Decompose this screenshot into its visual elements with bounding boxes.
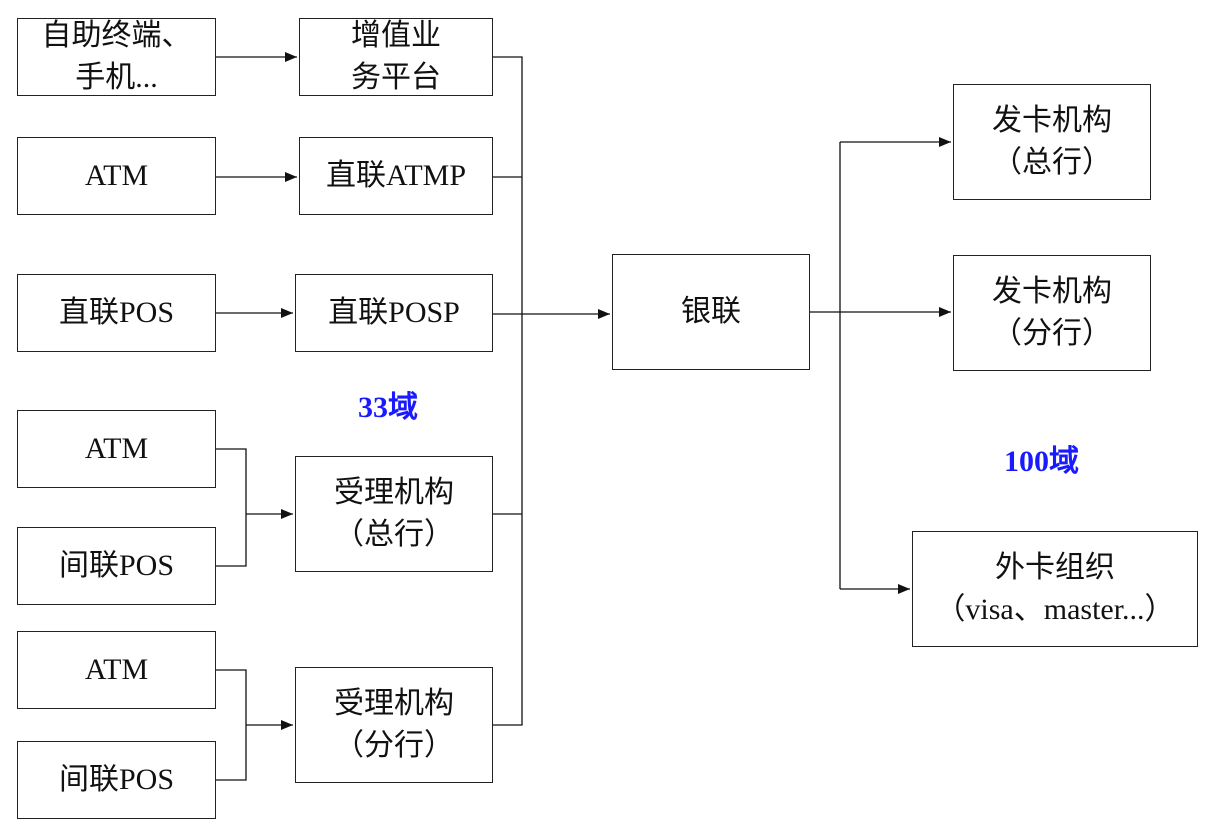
atm-node: ATM bbox=[17, 137, 216, 215]
direct-posp-node: 直联POSP bbox=[295, 274, 493, 352]
direct-atmp-node: 直联ATMP bbox=[299, 137, 493, 215]
node-line: 自助终端、 bbox=[41, 19, 192, 52]
node-line: （分行） bbox=[334, 729, 454, 762]
node-line: 务平台 bbox=[351, 61, 441, 94]
node-line: ATM bbox=[84, 159, 149, 192]
trunk-line bbox=[493, 56, 523, 726]
node-line: 受理机构 bbox=[334, 476, 454, 509]
node-line: ATM bbox=[84, 653, 149, 686]
node-line: （总行） bbox=[334, 518, 454, 551]
value-added-platform-node: 增值业 务平台 bbox=[299, 18, 493, 96]
unionpay-node: 银联 bbox=[612, 254, 810, 370]
foreign-card-org-node: 外卡组织 （visa、master...） bbox=[912, 531, 1198, 647]
node-line: 增值业 bbox=[351, 19, 441, 52]
merge-bracket bbox=[216, 448, 247, 567]
node-line: 发卡机构 bbox=[992, 104, 1112, 137]
direct-pos-node: 直联POS bbox=[17, 274, 216, 352]
node-line: 手机... bbox=[75, 61, 158, 94]
node-line: 外卡组织 bbox=[995, 551, 1115, 584]
node-line: 发卡机构 bbox=[992, 275, 1112, 308]
field-100-label: 100域 bbox=[1004, 445, 1079, 478]
field-33-label: 33域 bbox=[358, 391, 418, 424]
node-line: 直联ATMP bbox=[325, 159, 467, 192]
node-line: （总行） bbox=[992, 146, 1112, 179]
issuer-hq-node: 发卡机构 （总行） bbox=[953, 84, 1151, 200]
merge-bracket bbox=[216, 669, 247, 781]
node-line: 银联 bbox=[681, 295, 741, 328]
node-line: （visa、master...） bbox=[935, 593, 1175, 626]
acquirer-hq-node: 受理机构 （总行） bbox=[295, 456, 493, 572]
node-line: （分行） bbox=[992, 317, 1112, 350]
self-service-terminal-node: 自助终端、 手机... bbox=[17, 18, 216, 96]
indirect-pos-node: 间联POS bbox=[17, 527, 216, 605]
atm-node: ATM bbox=[17, 410, 216, 488]
node-line: 间联POS bbox=[58, 549, 175, 582]
acquirer-branch-node: 受理机构 （分行） bbox=[295, 667, 493, 783]
node-line: 直联POS bbox=[58, 296, 175, 329]
node-line: 间联POS bbox=[58, 763, 175, 796]
node-line: 直联POSP bbox=[328, 296, 460, 329]
node-line: ATM bbox=[84, 432, 149, 465]
indirect-pos-node: 间联POS bbox=[17, 741, 216, 819]
issuer-branch-node: 发卡机构 （分行） bbox=[953, 255, 1151, 371]
node-line: 受理机构 bbox=[334, 687, 454, 720]
atm-node: ATM bbox=[17, 631, 216, 709]
